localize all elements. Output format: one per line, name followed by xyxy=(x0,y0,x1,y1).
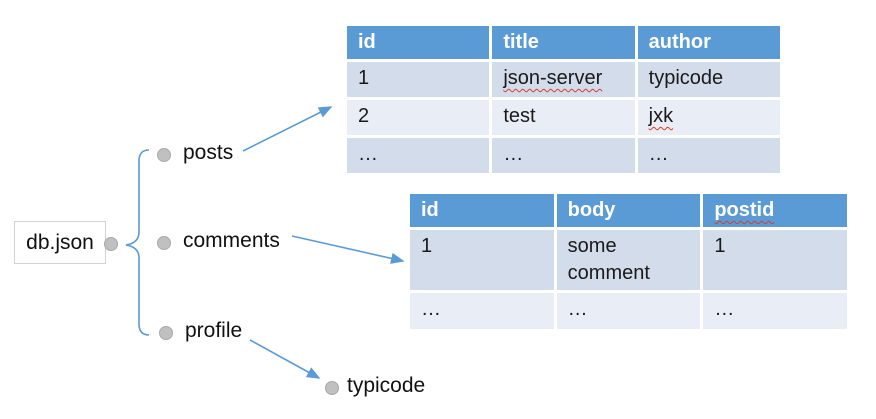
column-header: postid xyxy=(700,191,850,230)
arrow-comments-to-table xyxy=(291,235,405,264)
root-bullet-icon xyxy=(104,237,118,251)
table-row: 1 some comment 1 xyxy=(407,227,850,293)
header-row: id body postid xyxy=(407,191,850,230)
cell-text: body xyxy=(567,199,616,221)
node-typicode: typicode xyxy=(347,374,426,397)
table-cell: … xyxy=(634,135,784,176)
cell-text: test xyxy=(503,105,536,127)
cell-text: … xyxy=(358,143,378,165)
cell-text: jxk xyxy=(648,105,674,127)
cell-text: 1 xyxy=(714,235,726,257)
cell-text: json-server xyxy=(503,67,603,89)
table-cell: 2 xyxy=(343,97,493,138)
cell-text: … xyxy=(648,143,669,165)
node-profile: profile xyxy=(185,319,243,342)
profile-bullet-icon xyxy=(159,326,173,340)
table-row: 1 json-server typicode xyxy=(343,59,784,100)
table-cell: test xyxy=(489,97,638,138)
table-cell: json-server xyxy=(489,59,638,100)
cell-text: … xyxy=(503,143,524,165)
table-row: … … … xyxy=(407,290,850,332)
column-header: id xyxy=(407,191,557,230)
root-node-label: db.json xyxy=(26,230,94,254)
table-cell: typicode xyxy=(634,59,784,100)
table-cell: 1 xyxy=(343,59,493,100)
node-comments: comments xyxy=(183,229,280,252)
cell-text: 1 xyxy=(421,235,433,257)
table-cell: … xyxy=(700,290,850,332)
cell-text: title xyxy=(503,31,539,53)
column-header: id xyxy=(343,23,493,62)
typicode-bullet-icon xyxy=(325,381,339,395)
posts-table: id title author 1 json-server typicode 2 test jx… xyxy=(343,23,784,176)
header-row: id title author xyxy=(343,23,784,62)
table-cell: some comment xyxy=(553,227,704,293)
table-cell: 1 xyxy=(700,227,850,293)
cell-text: … xyxy=(567,298,588,320)
node-posts: posts xyxy=(183,141,234,164)
cell-text: typicode xyxy=(648,67,724,89)
column-header: body xyxy=(553,191,704,230)
cell-text: author xyxy=(648,31,711,53)
comments-bullet-icon xyxy=(157,236,171,250)
comments-table: id body postid 1 some comment 1 … … … xyxy=(407,191,850,332)
column-header: title xyxy=(489,23,638,62)
curly-brace-icon xyxy=(125,149,150,336)
posts-bullet-icon xyxy=(157,148,171,162)
table-cell: 1 xyxy=(407,227,557,293)
cell-text: … xyxy=(714,298,735,320)
table-row: 2 test jxk xyxy=(343,97,784,138)
cell-text: postid xyxy=(714,199,775,221)
cell-text: id xyxy=(421,199,439,221)
cell-text: id xyxy=(358,31,376,53)
root-node-dbjson: db.json xyxy=(14,221,106,264)
arrow-posts-to-table xyxy=(242,106,333,152)
column-header: author xyxy=(634,23,784,62)
table-cell: … xyxy=(489,135,638,176)
table-cell: jxk xyxy=(634,97,784,138)
table-row: … … … xyxy=(343,135,784,176)
cell-text: … xyxy=(421,298,441,320)
table-cell: … xyxy=(343,135,493,176)
table-cell: … xyxy=(553,290,704,332)
cell-text: 1 xyxy=(358,67,370,89)
cell-text: some comment xyxy=(567,235,650,284)
arrow-profile-to-typicode xyxy=(249,339,321,379)
cell-text: 2 xyxy=(358,105,370,127)
table-cell: … xyxy=(407,290,557,332)
